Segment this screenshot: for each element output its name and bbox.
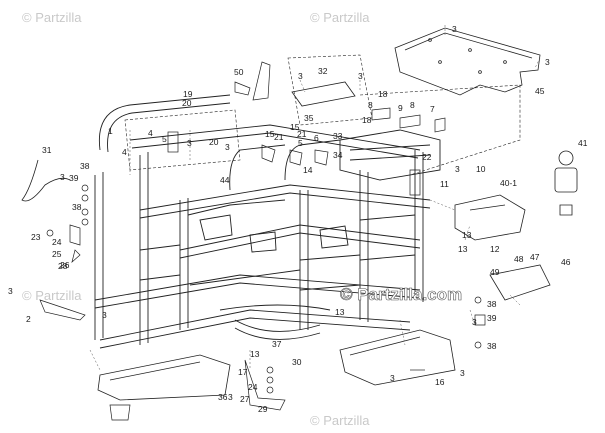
callout-label: 21 <box>274 132 284 142</box>
callout-label: 37 <box>272 339 282 349</box>
callout-label: 33 <box>333 131 343 141</box>
callout-label: 9 <box>398 103 403 113</box>
callout-label: 28 <box>58 261 68 271</box>
callout-label: 25 <box>52 249 62 259</box>
watermark-mid-left: © Partzilla <box>22 288 82 303</box>
callout-label: 31 <box>42 145 52 155</box>
callout-labels: 3 3 3 3 3 3 3 3 3 3 3 3 3 3 1 2 4 4 5 5 … <box>8 24 588 414</box>
callout-label: 49 <box>490 267 500 277</box>
watermark-top-left: © Partzilla <box>22 10 82 25</box>
callout-label: 27 <box>240 394 250 404</box>
callout-label: 24 <box>248 382 258 392</box>
callout-label: 3 <box>460 368 465 378</box>
callout-label: 47 <box>530 252 540 262</box>
center-watermark: © Partzilla.com <box>340 285 463 305</box>
callout-label: 3 <box>225 142 230 152</box>
callout-label: 39 <box>69 173 79 183</box>
callout-label: 8 <box>368 100 373 110</box>
skid-plates <box>97 329 456 401</box>
ref-box-right <box>359 84 521 176</box>
callout-label: 3 <box>390 373 395 383</box>
callout-label: 3 <box>228 392 233 402</box>
callout-label: 18 <box>378 89 388 99</box>
callout-label: 15 <box>290 122 300 132</box>
callout-label: 15 <box>265 129 275 139</box>
cable <box>21 159 71 202</box>
callout-label: 30 <box>292 357 302 367</box>
callout-label: 29 <box>258 404 268 414</box>
callout-label: 11 <box>440 179 449 189</box>
callout-label: 3 <box>298 71 303 81</box>
callout-label: 46 <box>561 257 571 267</box>
callout-label: 4 <box>148 128 153 138</box>
callout-label: 2 <box>26 314 31 324</box>
callout-label: 32 <box>318 66 328 76</box>
callout-label: 3 <box>358 71 363 81</box>
callout-label: 36 <box>218 392 228 402</box>
callout-label: 5 <box>298 138 303 148</box>
callout-label: 13 <box>250 349 260 359</box>
callout-label: 38 <box>487 299 497 309</box>
callout-label: 3 <box>452 24 457 34</box>
callout-label: 38 <box>72 202 82 212</box>
callout-label: 3 <box>187 138 192 148</box>
callout-label: 5 <box>162 134 167 144</box>
callout-label: 39 <box>487 313 497 323</box>
callout-label: 44 <box>220 175 230 185</box>
callout-label: 10 <box>476 164 486 174</box>
callout-label: 38 <box>487 341 497 351</box>
hardware <box>39 61 486 421</box>
callout-label: 3 <box>102 310 107 320</box>
callout-label: 41 <box>578 138 588 148</box>
callout-label: 48 <box>514 254 524 264</box>
callout-label: 22 <box>422 152 432 162</box>
callout-label: 18 <box>362 115 372 125</box>
callout-label: 20 <box>209 137 219 147</box>
background-watermarks: © Partzilla © Partzilla © Partzilla © Pa… <box>22 10 370 428</box>
callout-label: 3 <box>60 172 65 182</box>
callout-label: 6 <box>314 133 319 143</box>
callout-label: 20 <box>182 98 192 108</box>
callout-label: 13 <box>335 307 345 317</box>
callout-label: 19 <box>183 89 193 99</box>
callout-label: 35 <box>304 113 314 123</box>
watermark-bottom-center: © Partzilla <box>310 413 370 428</box>
callout-label: 12 <box>490 244 500 254</box>
watermark-center: © Partzilla.com <box>340 285 462 304</box>
callout-label: 21 <box>297 129 307 139</box>
callout-label: 3 <box>545 57 550 67</box>
callout-label: 24 <box>52 237 62 247</box>
callout-label: 38 <box>80 161 90 171</box>
callout-label: 4 <box>122 147 127 157</box>
callout-label: 17 <box>238 367 248 377</box>
callout-label: 16 <box>435 377 445 387</box>
top-plate <box>394 27 541 96</box>
ref-box-left <box>124 109 241 171</box>
callout-label: 13 <box>458 244 468 254</box>
callout-label: 13 <box>462 230 472 240</box>
callout-label: 40-1 <box>500 178 517 188</box>
right-brackets <box>454 150 578 301</box>
callout-label: 45 <box>535 86 545 96</box>
callout-label: 3 <box>472 317 477 327</box>
callout-label: 26 <box>60 260 70 270</box>
small-plate <box>291 81 356 107</box>
callout-label: 3 <box>455 164 460 174</box>
watermark-top-center: © Partzilla <box>310 10 370 25</box>
callout-label: 3 <box>8 286 13 296</box>
callout-label: 7 <box>430 104 435 114</box>
callout-label: 34 <box>333 150 343 160</box>
callout-label: 1 <box>108 126 113 136</box>
callout-label: 8 <box>410 100 415 110</box>
callout-label: 23 <box>31 232 41 242</box>
main-frame <box>94 94 441 349</box>
callout-label: 50 <box>234 67 244 77</box>
leader-lines <box>89 25 541 371</box>
callout-label: 14 <box>303 165 313 175</box>
